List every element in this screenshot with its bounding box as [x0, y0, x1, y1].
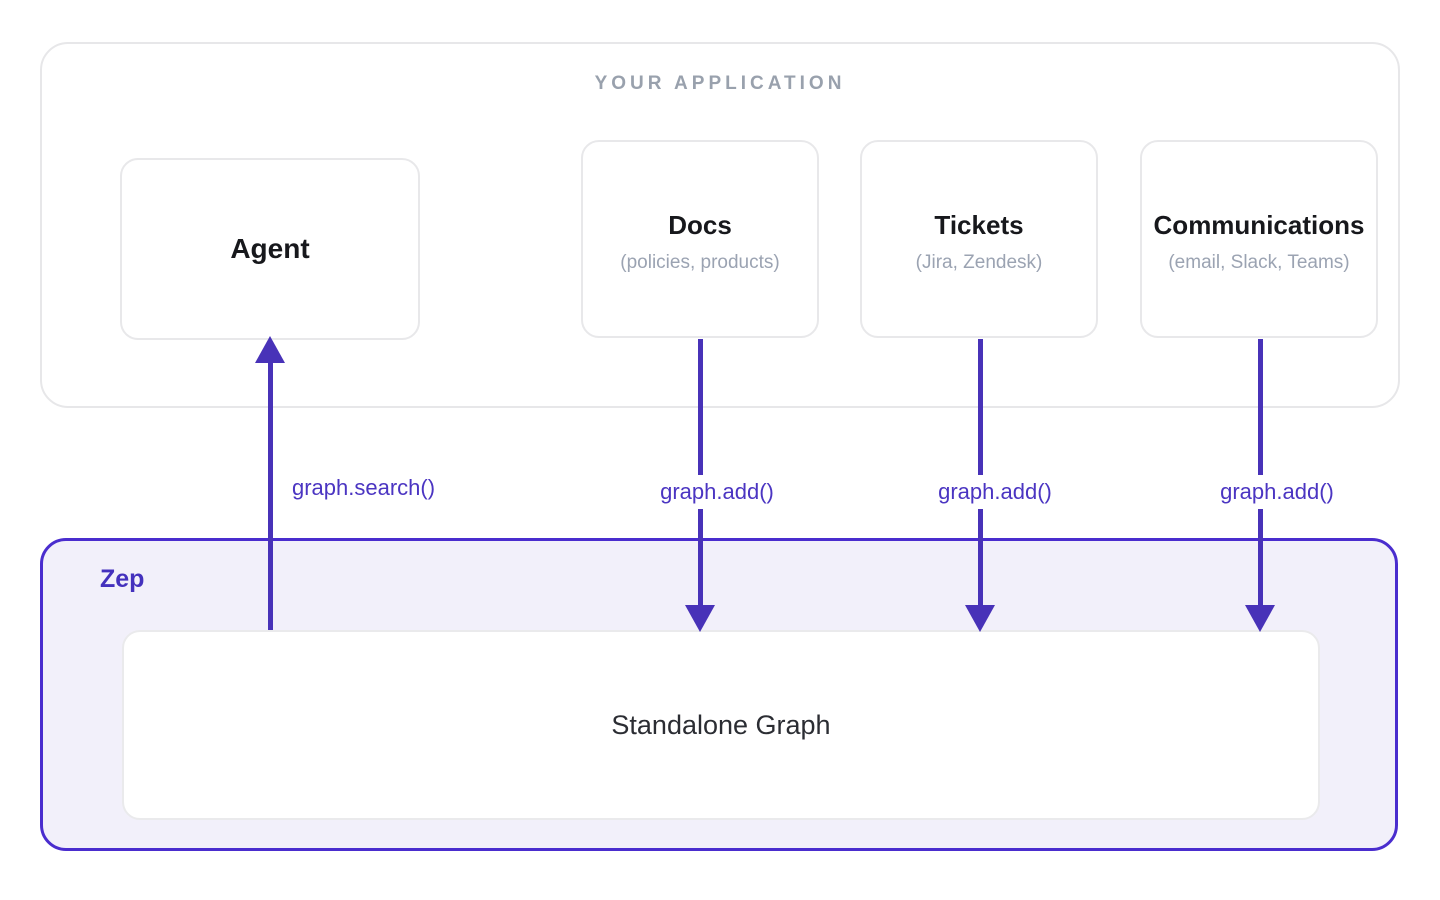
communications-title: Communications [1153, 209, 1365, 240]
communications-add-arrow-label: graph.add() [1211, 475, 1343, 509]
docs-add-arrow-line [697, 339, 703, 606]
tickets-add-arrow-down-head-icon [965, 605, 995, 632]
agent-title: Agent [230, 233, 310, 265]
communications-subtitle: (email, Slack, Teams) [1168, 251, 1350, 273]
tickets-subtitle: (Jira, Zendesk) [915, 251, 1043, 273]
docs-box: Docs (policies, products) [581, 140, 819, 338]
docs-title: Docs [668, 209, 732, 240]
agent-box: Agent [120, 158, 420, 340]
tickets-box: Tickets (Jira, Zendesk) [860, 140, 1098, 338]
search-arrow-label: graph.search() [292, 475, 436, 500]
tickets-title: Tickets [934, 209, 1024, 240]
your-application-label: YOUR APPLICATION [594, 73, 846, 94]
docs-add-arrow-down-head-icon [685, 605, 715, 632]
search-arrow-up-head-icon [255, 336, 285, 363]
zep-label: Zep [100, 565, 145, 593]
communications-add-arrow-line [1257, 339, 1263, 606]
tickets-add-arrow-line [977, 339, 983, 606]
standalone-graph-title: Standalone Graph [611, 709, 831, 740]
communications-box: Communications (email, Slack, Teams) [1140, 140, 1378, 338]
communications-add-arrow-down-head-icon [1245, 605, 1275, 632]
standalone-graph-box: Standalone Graph [122, 630, 1320, 820]
docs-add-arrow-label: graph.add() [651, 475, 783, 509]
tickets-add-arrow-label: graph.add() [929, 475, 1061, 509]
search-arrow-line [267, 362, 273, 630]
docs-subtitle: (policies, products) [620, 251, 780, 273]
